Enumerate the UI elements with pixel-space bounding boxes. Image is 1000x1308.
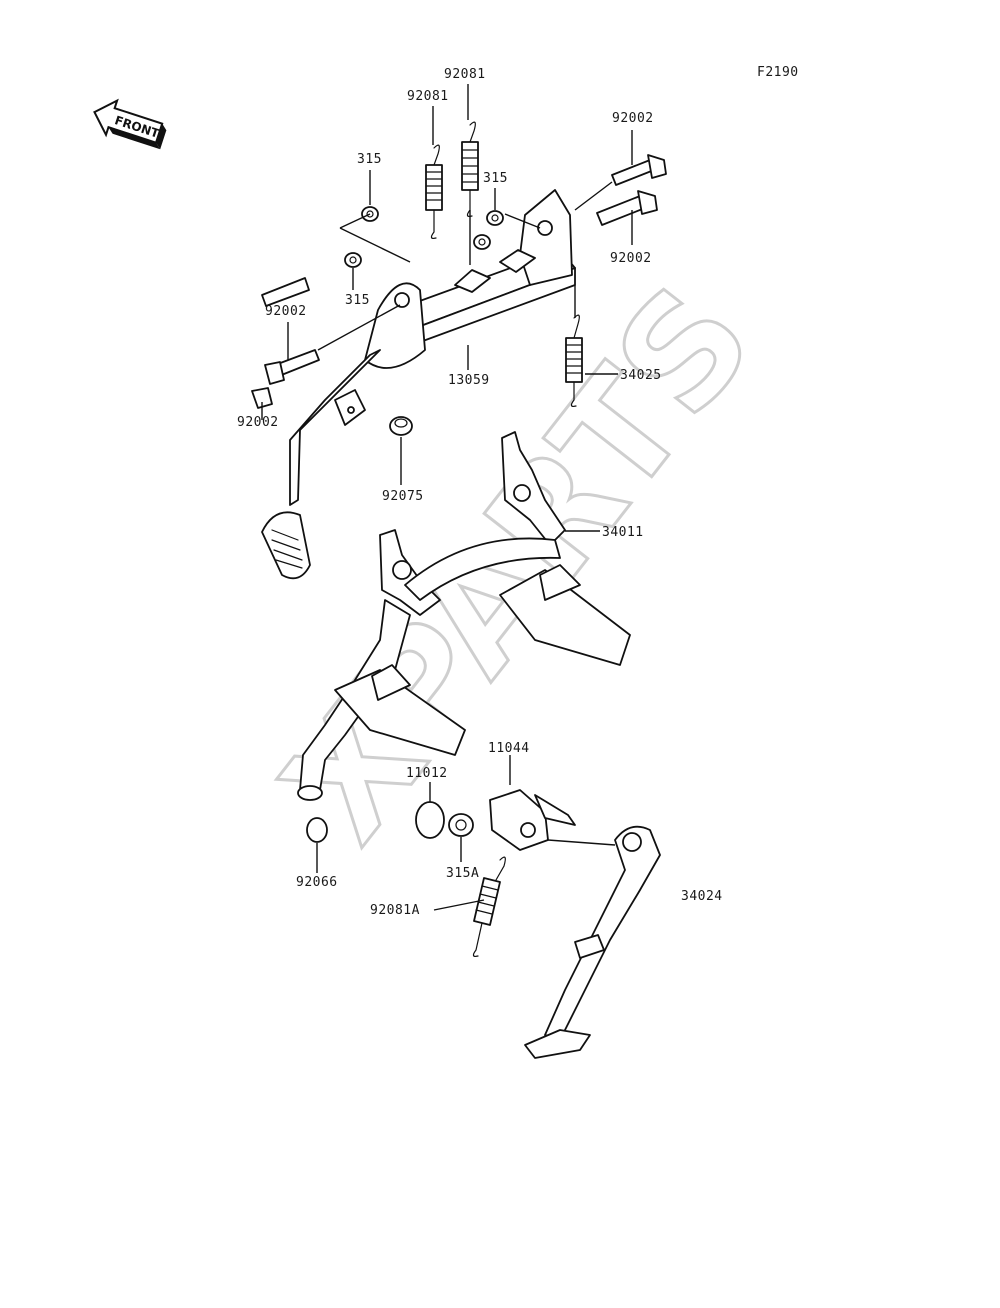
spring-92081-b [461,121,479,217]
label-315A: 315A [446,866,479,881]
label-92002-c: 92002 [265,304,307,319]
nut-315-d [344,252,362,268]
label-92081-a: 92081 [444,67,486,82]
spring-92081-a [425,144,443,239]
label-92002-b: 92002 [610,251,652,266]
bolt-92002-top-a [611,154,667,186]
leader-lines [261,84,633,911]
pivot-shaft-13059 [261,189,576,580]
front-arrow-icon: FRONT [93,98,167,150]
label-13059: 13059 [448,373,490,388]
stopper-92066 [306,817,328,843]
label-92002-d: 92002 [237,415,279,430]
label-92081-b: 92081 [407,89,449,104]
spring-34025 [565,314,583,407]
nut-315-c [473,234,491,250]
watermark: XPARTS [251,255,786,872]
nut-315A [448,813,474,837]
spring-92081A [472,856,506,957]
label-315-c: 315 [345,293,370,308]
label-92066: 92066 [296,875,338,890]
side-stand-34024 [524,825,661,1059]
bolt-92002-left-a [264,349,320,385]
label-34025: 34025 [620,368,662,383]
bolt-92002-left-b [251,277,310,409]
label-315-a: 315 [357,152,382,167]
rubber-11012 [415,801,445,839]
nut-315-b [486,210,504,226]
figure-code: F2190 [757,65,799,80]
main-stand-34011 [297,431,631,801]
label-92081A: 92081A [370,903,420,918]
label-11044: 11044 [488,741,530,756]
label-34011: 34011 [602,525,644,540]
label-11012: 11012 [406,766,448,781]
bolt-92002-top-b [596,190,658,226]
bracket-11044 [489,789,576,851]
label-92002-a: 92002 [612,111,654,126]
grommet-92075 [389,416,413,436]
label-92075: 92075 [382,489,424,504]
label-34024: 34024 [681,889,723,904]
label-315-b: 315 [483,171,508,186]
